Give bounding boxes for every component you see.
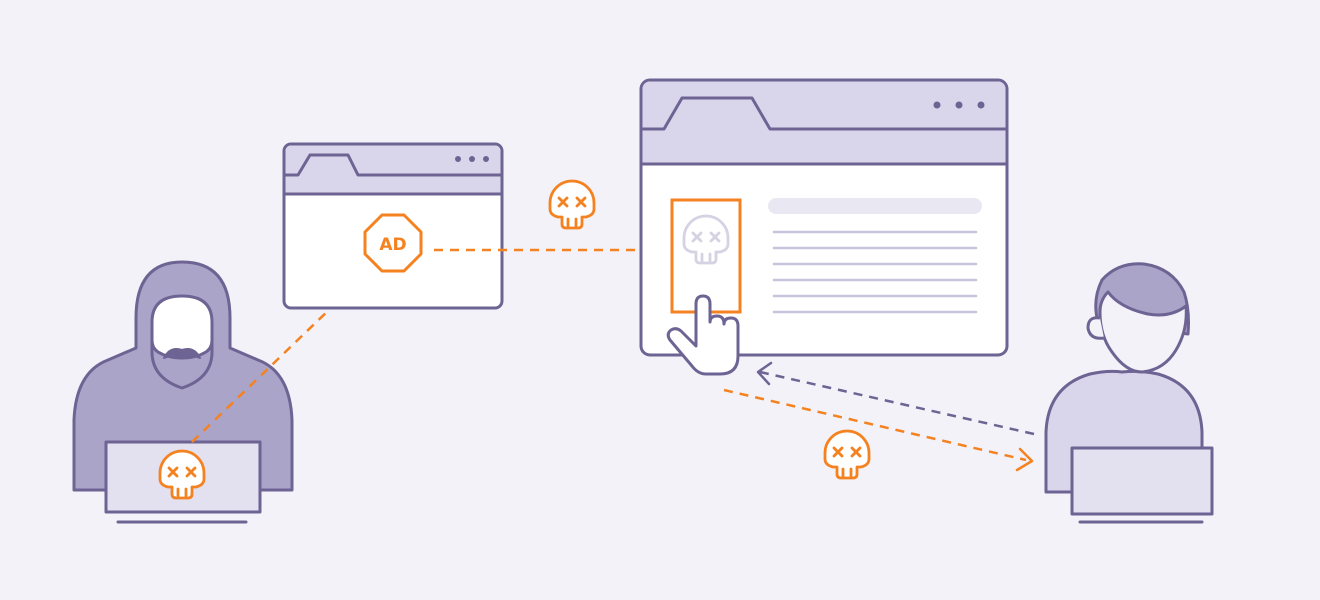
main-window-titlebar bbox=[642, 81, 1006, 164]
victim-laptop-screen bbox=[1070, 446, 1214, 516]
ad-window: AD bbox=[282, 142, 504, 310]
dashed-arrow-site-to-victim bbox=[723, 388, 1027, 462]
three-dots-icon bbox=[933, 101, 985, 109]
victim-head bbox=[1098, 290, 1188, 374]
hacker-beard bbox=[150, 338, 214, 390]
hacker-mustache bbox=[163, 348, 201, 359]
stop-octagon-icon bbox=[363, 213, 423, 273]
user-at-laptop-icon bbox=[1044, 262, 1214, 524]
three-dots-icon bbox=[455, 156, 489, 162]
page-text-lines bbox=[772, 230, 978, 314]
arrowhead-victim-to-site bbox=[756, 361, 773, 386]
skull-icon bbox=[823, 429, 871, 480]
ad-badge-text: AD bbox=[379, 235, 406, 255]
skull-icon bbox=[548, 179, 596, 230]
hacker-laptop-screen bbox=[104, 440, 262, 514]
ad-window-titlebar bbox=[285, 145, 501, 194]
main-browser-window bbox=[639, 78, 1009, 376]
ad-window-tab bbox=[285, 153, 501, 177]
pointing-hand-icon bbox=[666, 294, 740, 376]
main-window-tab bbox=[642, 96, 1006, 131]
dashed-arrow-victim-to-site bbox=[759, 370, 1035, 436]
arrowhead-site-to-victim bbox=[1015, 447, 1034, 472]
victim-ear bbox=[1086, 316, 1105, 340]
page-search-bar bbox=[768, 198, 982, 214]
hooded-hacker-icon bbox=[72, 260, 294, 524]
